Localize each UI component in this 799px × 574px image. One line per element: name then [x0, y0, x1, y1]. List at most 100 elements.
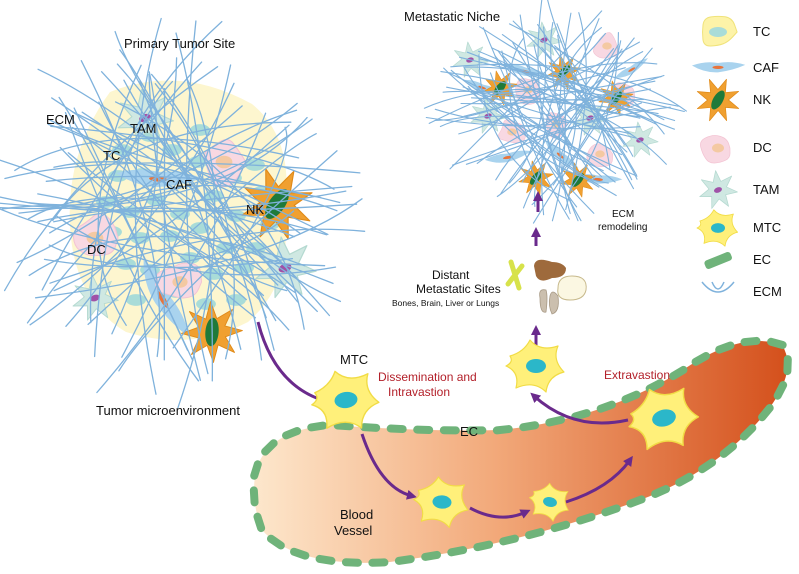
legend-label: TC — [753, 24, 770, 39]
endothelial-cell — [767, 337, 787, 349]
ecm-fiber — [65, 57, 178, 327]
organ-list-label: Bones, Brain, Liver or Lungs — [392, 298, 499, 308]
legend-item-tam: TAM — [753, 182, 779, 197]
legend-label: ECM — [753, 284, 782, 299]
metastatic-niche-region — [423, 0, 687, 224]
endothelial-cell — [550, 520, 571, 533]
endothelial-cell — [360, 423, 381, 432]
endothelial-cell — [250, 460, 262, 480]
dissemination-label: Dissemination and — [378, 370, 477, 384]
ecm-fiber — [80, 60, 161, 358]
ecm-fiber — [537, 24, 638, 176]
legend-item-ecm: ECM — [753, 284, 782, 299]
dc-label: DC — [87, 242, 106, 257]
ecm-fiber — [0, 208, 326, 267]
ecm-fiber — [565, 12, 587, 211]
ecm-fiber — [1, 204, 296, 294]
endothelial-cell — [473, 540, 494, 552]
ecm-fiber — [496, 43, 619, 198]
vessel-label: Vessel — [334, 523, 372, 538]
ecm-fiber — [28, 235, 305, 277]
endothelial-cell — [669, 365, 688, 381]
ecm-fiber — [423, 88, 685, 113]
endothelial-cell — [261, 439, 278, 456]
legend-label: NK — [753, 92, 771, 107]
endothelial-cell — [315, 554, 336, 565]
tumor-microenvironment-label: Tumor microenvironment — [96, 403, 240, 418]
ecm-fiber — [447, 72, 616, 183]
ecm-fiber — [3, 66, 219, 292]
tumor-cell — [226, 294, 246, 306]
endothelial-cell — [596, 400, 616, 413]
ecm-fiber — [67, 152, 288, 292]
endothelial-cell — [698, 458, 717, 474]
tumor-cell — [126, 294, 146, 306]
ecm-fiber — [459, 56, 679, 107]
ecm-fiber — [54, 214, 337, 276]
endothelial-cell — [719, 442, 738, 458]
endothelial-cell — [341, 558, 362, 567]
metastatic-tumor-cell — [505, 339, 565, 393]
endothelial-cell — [421, 550, 442, 561]
metastatic-tumor-cell — [413, 476, 469, 529]
ecm-fiber — [175, 32, 214, 382]
ecm-remodeling-label-1: ECM — [612, 209, 634, 220]
tam-label: TAM — [130, 121, 156, 136]
lungs-icon — [539, 289, 559, 315]
ecm-fiber — [116, 63, 263, 361]
legend-item-caf: CAF — [753, 60, 779, 75]
ecm-fiber — [53, 161, 302, 235]
ecm-fiber — [50, 125, 335, 190]
ecm-fiber — [93, 80, 174, 358]
caf-label: CAF — [166, 177, 192, 192]
ecm-remodeling-label-2: remodeling — [598, 222, 647, 233]
ecm-fiber — [434, 41, 640, 121]
ecm-fiber — [489, 72, 595, 214]
ecm-fiber — [73, 107, 194, 362]
ecm-fiber — [522, 37, 635, 209]
nk-cell — [696, 78, 740, 122]
migration-arrow — [530, 392, 629, 425]
ecm-fiber — [29, 82, 235, 326]
caf-cell — [691, 62, 746, 73]
ecm-fiber — [558, 48, 623, 179]
ecm-fiber — [550, 22, 578, 177]
endothelial-cell — [394, 555, 415, 565]
mtc-label: MTC — [340, 352, 368, 367]
endothelial-cell — [519, 421, 540, 432]
ecm-fiber — [134, 17, 162, 395]
endothelial-cell — [571, 409, 591, 421]
intravastion-label: Intravastion — [388, 385, 450, 399]
ecm-fiber — [440, 71, 667, 165]
metastatic-tumor-cell — [696, 209, 739, 247]
dendritic-cell — [700, 135, 731, 164]
endothelial-cell — [386, 424, 407, 434]
legend-label: EC — [753, 252, 771, 267]
endothelial-cell — [691, 351, 711, 366]
ecm-fiber — [476, 74, 665, 164]
legend-item-mtc: MTC — [753, 220, 781, 235]
legend-item-nk: NK — [753, 92, 771, 107]
endothelial-cell — [715, 341, 735, 354]
ecm-fiber — [467, 85, 609, 184]
endothelial-cell — [621, 390, 641, 404]
tc-label: TC — [103, 148, 120, 163]
ecm-fiber — [14, 137, 300, 172]
ecm-fiber — [154, 83, 235, 360]
ec-label: EC — [460, 424, 478, 439]
ecm-fiber — [478, 54, 572, 202]
ecm-fiber — [0, 190, 347, 213]
ecm-fiber — [16, 105, 243, 264]
ecm-fiber — [450, 69, 638, 177]
endothelial-cell — [626, 495, 646, 508]
ecm-fiber — [27, 197, 295, 238]
ecm-fiber — [185, 20, 209, 375]
metastatic-niche-title: Metastatic Niche — [404, 9, 500, 24]
ecm-fiber — [0, 202, 358, 212]
ecm-fiber — [472, 91, 617, 174]
ecm-fiber — [172, 126, 288, 349]
legend-label: TAM — [753, 182, 779, 197]
ecm-fiber — [532, 47, 653, 224]
